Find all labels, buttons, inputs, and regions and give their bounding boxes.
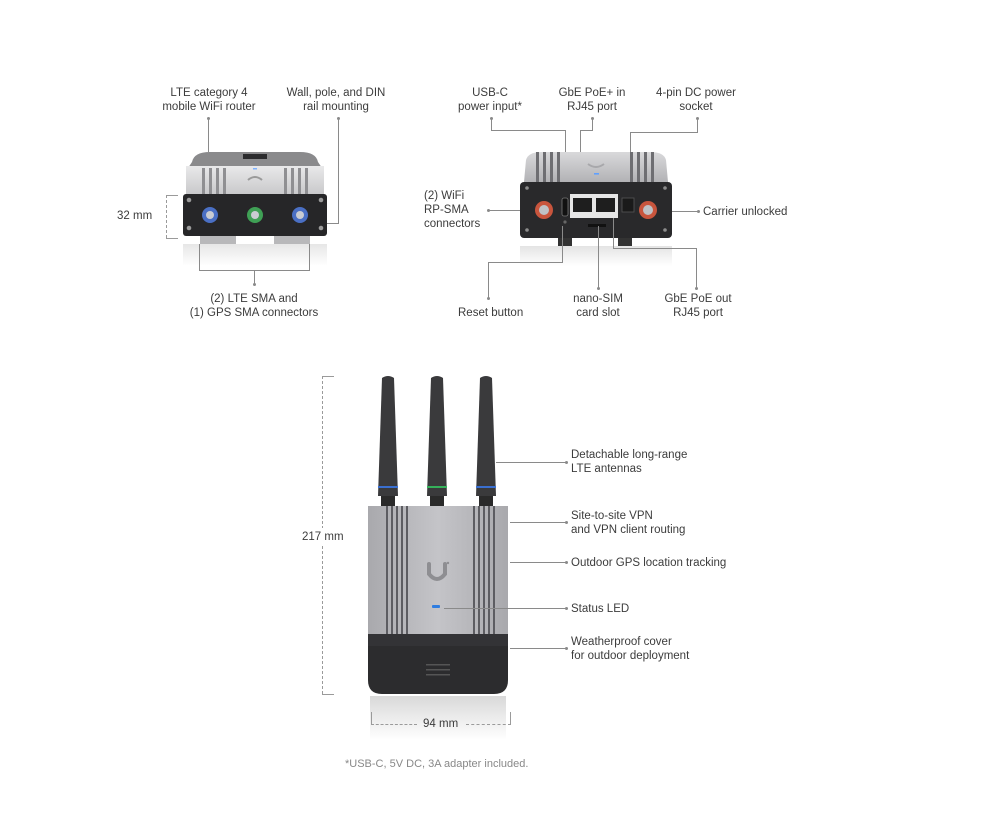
label-line: (2) LTE SMA and — [210, 293, 298, 305]
leader-line — [491, 130, 566, 131]
router-front-image — [183, 152, 327, 266]
dimension-tick — [166, 195, 178, 196]
dimension-tick — [510, 712, 511, 724]
leader-dot — [565, 521, 568, 524]
leader-line — [488, 210, 522, 211]
label-antennas: Detachable long-range LTE antennas — [571, 448, 687, 476]
leader-dot — [695, 287, 698, 290]
antennas — [378, 376, 496, 506]
label-line: RP-SMA — [424, 204, 469, 216]
leader-line — [496, 462, 566, 463]
label-dc-socket: 4-pin DC power socket — [648, 86, 744, 114]
leader-line — [444, 608, 566, 609]
dimension-line — [466, 724, 511, 725]
label-line: Site-to-site VPN — [571, 510, 653, 522]
label-line: USB-C — [472, 87, 508, 99]
leader-line — [208, 118, 209, 152]
label-line: connectors — [424, 218, 481, 230]
dimension-tick — [166, 238, 178, 239]
label-wifi-rpsma: (2) WiFi RP-SMA connectors — [424, 189, 480, 231]
label-line: GbE PoE out — [664, 293, 732, 305]
label-line: card slot — [576, 307, 620, 319]
leader-line — [510, 648, 566, 649]
leader-line — [696, 248, 697, 288]
leader-dot — [253, 283, 256, 286]
leader-line — [672, 211, 698, 212]
leader-line — [510, 522, 566, 523]
leader-line — [613, 248, 697, 249]
label-cover: Weatherproof cover for outdoor deploymen… — [571, 635, 689, 663]
label-line: (1) GPS SMA connectors — [189, 307, 319, 319]
label-mounting: Wall, pole, and DIN rail mounting — [278, 86, 394, 114]
label-line: LTE category 4 — [170, 87, 248, 99]
leader-line — [338, 118, 339, 223]
label-usb-c: USB-C power input* — [450, 86, 530, 114]
leader-dot — [565, 607, 568, 610]
label-line: GbE PoE+ in — [558, 87, 626, 99]
leader-line — [324, 223, 339, 224]
leader-line — [592, 118, 593, 130]
dimension-line — [371, 724, 417, 725]
leader-line — [562, 226, 563, 263]
leader-line — [491, 118, 492, 130]
label-line: mobile WiFi router — [162, 101, 256, 113]
label-lte-router: LTE category 4 mobile WiFi router — [150, 86, 268, 114]
label-poe-in: GbE PoE+ in RJ45 port — [552, 86, 632, 114]
dimension-tick — [322, 694, 334, 695]
leader-dot — [697, 210, 700, 213]
leader-line — [199, 244, 200, 270]
leader-dot — [597, 287, 600, 290]
leader-line — [488, 262, 563, 263]
label-line: socket — [679, 101, 713, 113]
dimension-tick — [371, 712, 372, 724]
label-line: Weatherproof cover — [571, 636, 672, 648]
leader-dot — [565, 561, 568, 564]
label-line: RJ45 port — [673, 307, 723, 319]
dimension-height-217: 217 mm — [302, 528, 344, 546]
label-nano-sim: nano-SIM card slot — [560, 292, 636, 320]
leader-dot — [487, 297, 490, 300]
leader-line — [309, 244, 310, 270]
label-poe-out: GbE PoE out RJ45 port — [656, 292, 740, 320]
router-rear-image — [520, 152, 672, 266]
leader-line — [488, 262, 489, 298]
label-carrier-unlocked: Carrier unlocked — [703, 206, 788, 218]
dimension-tick — [322, 376, 334, 377]
dimension-height-32: 32 mm — [117, 210, 153, 222]
label-line: Wall, pole, and DIN — [286, 87, 386, 99]
label-sma-connectors: (2) LTE SMA and (1) GPS SMA connectors — [186, 292, 322, 320]
label-line: for outdoor deployment — [571, 650, 690, 662]
leader-line — [697, 118, 698, 132]
label-line: RJ45 port — [567, 101, 617, 113]
label-line: rail mounting — [303, 101, 369, 113]
label-line: nano-SIM — [573, 293, 623, 305]
label-line: 4-pin DC power — [656, 87, 736, 99]
label-reset-button: Reset button — [458, 307, 524, 319]
label-vpn: Site-to-site VPN and VPN client routing — [571, 509, 685, 537]
leader-line — [613, 218, 614, 248]
leader-line — [580, 130, 593, 131]
router-upright-image — [368, 376, 508, 740]
leader-line — [254, 270, 255, 284]
label-line: and VPN client routing — [571, 524, 686, 536]
label-line: (2) WiFi — [424, 190, 465, 202]
leader-line — [510, 562, 566, 563]
leader-dot — [565, 461, 568, 464]
leader-line — [630, 132, 698, 133]
leader-dot — [565, 647, 568, 650]
label-line: LTE antennas — [571, 463, 642, 475]
dimension-line — [166, 195, 167, 238]
dimension-width-94: 94 mm — [423, 718, 459, 730]
label-line: power input* — [458, 101, 522, 113]
label-status-led: Status LED — [571, 603, 630, 615]
label-line: Detachable long-range — [571, 449, 688, 461]
footnote: *USB-C, 5V DC, 3A adapter included. — [345, 758, 529, 770]
label-gps: Outdoor GPS location tracking — [571, 557, 727, 569]
leader-line — [598, 226, 599, 288]
